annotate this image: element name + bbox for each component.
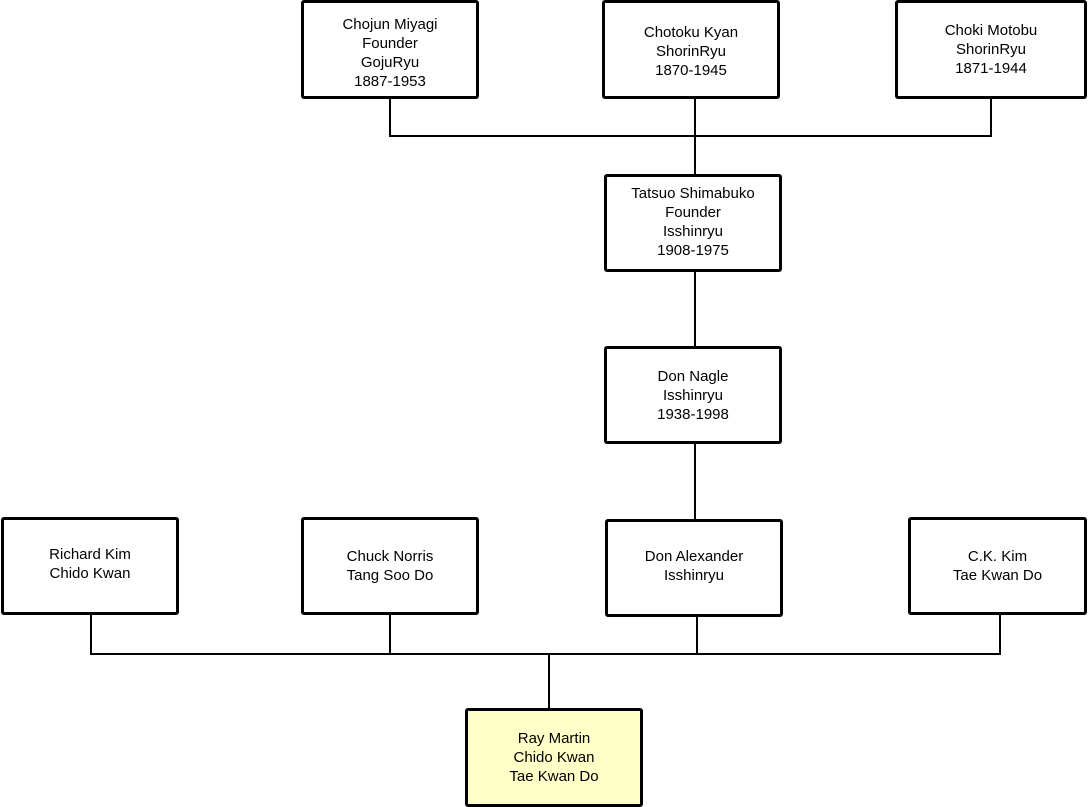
connector-shimabuko-nagle (694, 269, 696, 347)
node-line: 1870-1945 (655, 62, 727, 79)
connector-rkim (90, 613, 92, 655)
connector-top-bus (389, 135, 992, 137)
node-chotoku-kyan: Chotoku Kyan ShorinRyu 1870-1945 (602, 0, 780, 99)
node-ck-kim: C.K. Kim Tae Kwan Do (908, 517, 1087, 615)
node-line: Tae Kwan Do (509, 768, 599, 785)
node-chojun-miyagi: Chojun Miyagi Founder GojuRyu 1887-1953 (301, 0, 479, 99)
connector-norris (389, 613, 391, 655)
node-line: Chotoku Kyan (643, 24, 739, 41)
node-line: Chojun Miyagi (342, 16, 438, 33)
node-line: Chuck Norris (346, 548, 434, 565)
node-line: Founder (362, 35, 418, 52)
node-line: Chido Kwan (513, 749, 595, 766)
node-richard-kim: Richard Kim Chido Kwan (1, 517, 179, 615)
node-line: Ray Martin (517, 730, 591, 747)
node-chuck-norris: Chuck Norris Tang Soo Do (301, 517, 479, 615)
node-line: C.K. Kim (967, 548, 1028, 565)
node-don-alexander: Don Alexander Isshinryu (605, 519, 783, 617)
node-line: Isshinryu (662, 387, 724, 404)
node-line: Tae Kwan Do (952, 567, 1043, 584)
node-line: Chido Kwan (49, 565, 131, 582)
node-line: GojuRyu (360, 54, 420, 71)
node-choki-motobu: Choki Motobu ShorinRyu 1871-1944 (895, 0, 1087, 99)
node-line: 1938-1998 (657, 406, 729, 423)
node-don-nagle: Don Nagle Isshinryu 1938-1998 (604, 346, 782, 444)
connector-bottom-bus (90, 653, 1001, 655)
connector-nagle-alexander (694, 441, 696, 521)
node-line: 1871-1944 (955, 60, 1027, 77)
node-line: Choki Motobu (944, 22, 1038, 39)
connector-alexander (696, 615, 698, 655)
node-line: Founder (665, 204, 721, 221)
node-ray-martin: Ray Martin Chido Kwan Tae Kwan Do (465, 708, 643, 807)
connector-miyagi (389, 97, 391, 137)
connector-motobu (990, 97, 992, 137)
node-line: Isshinryu (662, 223, 724, 240)
node-line: ShorinRyu (955, 41, 1027, 58)
node-line: Tang Soo Do (346, 567, 434, 584)
node-tatsuo-shimabuko: Tatsuo Shimabuko Founder Isshinryu 1908-… (604, 174, 782, 272)
node-line: Isshinryu (663, 567, 725, 584)
node-line: Tatsuo Shimabuko (631, 185, 755, 202)
connector-ckkim (999, 613, 1001, 655)
node-line: 1887-1953 (354, 73, 426, 90)
node-line: Don Nagle (657, 368, 729, 385)
node-line: 1908-1975 (657, 242, 729, 259)
node-line: Richard Kim (49, 546, 131, 563)
connector-martin (548, 653, 550, 711)
node-line: Don Alexander (644, 548, 744, 565)
node-line: ShorinRyu (655, 43, 727, 60)
